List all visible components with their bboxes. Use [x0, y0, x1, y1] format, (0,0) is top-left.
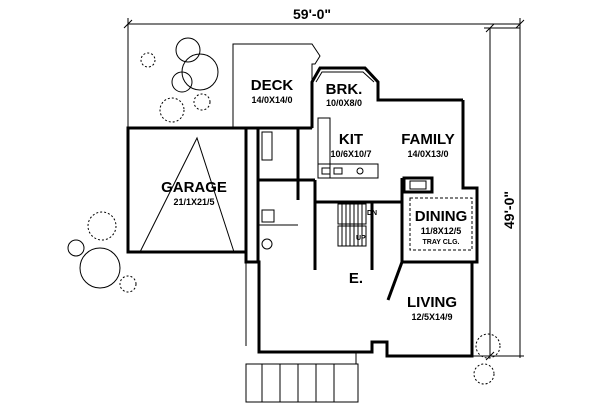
- depth-dimension-label: 49'-0": [501, 191, 517, 229]
- kitchen-counters: [261, 117, 379, 250]
- breakfast-size: 10/0X8/0: [326, 98, 362, 108]
- width-dimension-line: [123, 18, 525, 358]
- tree-cluster-top-left: [140, 37, 219, 123]
- bay-window-inner: [315, 71, 375, 83]
- living-size: 12/5X14/9: [411, 312, 452, 322]
- fireplace: [402, 176, 434, 194]
- family-size: 14/0X13/0: [407, 149, 448, 159]
- tree-cluster-bottom-right: [473, 333, 501, 385]
- stairs-down-label: DN: [367, 210, 377, 217]
- breakfast-label: BRK.: [326, 81, 363, 98]
- family-label: FAMILY: [401, 131, 455, 148]
- dining-label: DINING: [415, 208, 468, 225]
- dining-tray-ceiling: [409, 197, 473, 251]
- kitchen-label: KIT: [339, 131, 363, 148]
- deck-size: 14/0X14/0: [251, 95, 292, 105]
- width-dimension-label: 59'-0": [293, 6, 331, 22]
- garage-roof-line: [139, 136, 235, 253]
- interior-walls: [256, 128, 472, 301]
- breakfast-bay-wall: [310, 66, 463, 128]
- dining-note: TRAY CLG.: [423, 239, 460, 246]
- garage-size: 21/1X21/5: [173, 197, 214, 207]
- staircase: [337, 203, 367, 247]
- garage-label: GARAGE: [161, 179, 227, 196]
- depth-dimension-line: [468, 23, 524, 361]
- deck-label: DECK: [251, 77, 294, 94]
- dining-size: 11/8X12/5: [421, 226, 462, 236]
- stairs-up-label: UP: [356, 235, 366, 242]
- entry-label: E.: [349, 270, 363, 287]
- kitchen-size: 10/6X10/7: [330, 149, 371, 159]
- living-label: LIVING: [407, 294, 457, 311]
- tree-cluster-left: [67, 211, 137, 293]
- front-walk: [245, 363, 359, 403]
